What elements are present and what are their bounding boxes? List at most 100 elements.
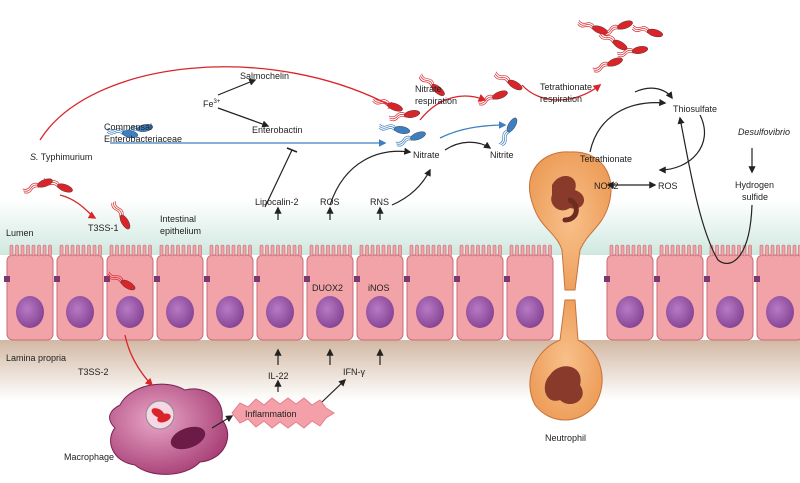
microvillus	[609, 244, 614, 257]
microvillus	[792, 244, 797, 257]
microvillus	[381, 244, 386, 257]
microvillus	[420, 244, 425, 257]
microvillus	[320, 244, 325, 257]
microvillus	[70, 244, 75, 257]
microvillus	[237, 244, 241, 257]
label-commensal-1: Commensal	[104, 122, 152, 132]
microvillus	[615, 244, 619, 257]
tight-junction	[154, 276, 160, 282]
label-lumen: Lumen	[6, 228, 34, 238]
arrow-typhimurium-to-lumen	[39, 66, 397, 141]
microvillus	[81, 244, 86, 257]
label-macrophage: Macrophage	[64, 452, 114, 462]
label-intestinal-2: epithelium	[160, 226, 201, 236]
arrow-ros-nitrate	[329, 147, 412, 206]
tight-junction	[254, 276, 260, 282]
microvillus	[776, 244, 780, 257]
microvillus	[537, 244, 541, 257]
microvillus	[665, 244, 669, 257]
microvillus	[265, 244, 269, 257]
label-t3ss1: T3SS-1	[88, 223, 119, 233]
microvillus	[481, 244, 486, 257]
microvillus	[20, 244, 25, 257]
arrow-resp-thiosulfate	[634, 87, 673, 100]
label-commensal-2: Enterobacteriaceae	[104, 134, 182, 144]
label-inos: iNOS	[368, 283, 390, 293]
label-t3ss2: T3SS-2	[78, 367, 109, 377]
label-h2s-2: sulfide	[742, 192, 768, 202]
cell-nucleus	[316, 296, 344, 328]
label-enterobactin: Enterobactin	[252, 125, 303, 135]
cell-nucleus	[366, 296, 394, 328]
microvillus	[15, 244, 19, 257]
cell-nucleus	[466, 296, 494, 328]
microvillus	[692, 244, 697, 257]
arrow-tetrathionate-resp	[521, 84, 602, 101]
microvillus	[620, 244, 625, 257]
microvillus	[31, 244, 36, 257]
tight-junction	[4, 276, 10, 282]
tight-junction	[104, 276, 110, 282]
microvillus	[648, 244, 652, 257]
microvillus	[148, 244, 152, 257]
commensal-bacterium	[121, 124, 154, 136]
microvillus	[142, 244, 147, 257]
microvillus	[681, 244, 686, 257]
microvillus	[220, 244, 225, 257]
label-intestinal-1: Intestinal	[160, 214, 196, 224]
microvillus	[348, 244, 352, 257]
neutrophil-lower	[529, 299, 603, 421]
tight-junction	[704, 276, 710, 282]
microvillus	[226, 244, 230, 257]
microvillus	[365, 244, 369, 257]
microvillus	[448, 244, 452, 257]
microvillus	[731, 244, 736, 257]
tight-junction	[54, 276, 60, 282]
microvillus	[309, 244, 314, 257]
salmonella-bacterium	[577, 20, 608, 35]
microvillus	[76, 244, 80, 257]
salmonella-bacterium	[42, 178, 73, 193]
label-rns: RNS	[370, 197, 389, 207]
microvillus	[759, 244, 764, 257]
cell-nucleus	[616, 296, 644, 328]
microvillus	[337, 244, 341, 257]
microvillus	[65, 244, 69, 257]
microvillus	[215, 244, 219, 257]
label-ifng: IFN-γ	[343, 367, 365, 377]
salmonella-bacterium	[598, 31, 628, 51]
label-tetra-resp-2: respiration	[540, 94, 582, 104]
microvillus	[131, 244, 136, 257]
microvillus	[281, 244, 286, 257]
cell-nucleus	[516, 296, 544, 328]
microvillus	[626, 244, 630, 257]
cell-nucleus	[666, 296, 694, 328]
microvillus	[726, 244, 730, 257]
arrow-rns-nitrate	[391, 168, 431, 206]
microvillus	[531, 244, 536, 257]
microvillus	[526, 244, 530, 257]
microvillus	[176, 244, 180, 257]
cell-nucleus	[766, 296, 794, 328]
microvillus	[315, 244, 319, 257]
inhibition-lipocalin	[264, 149, 293, 208]
commensal-bacterium	[498, 117, 518, 147]
label-nitrite: Nitrite	[490, 150, 514, 160]
label-nitrate: Nitrate	[413, 150, 440, 160]
arrow-nitrate-resp	[419, 94, 487, 121]
microvillus	[159, 244, 164, 257]
lamina-propria-band	[0, 340, 800, 400]
salmonella-bacterium	[493, 71, 523, 91]
arrow-nitrate-commensal	[439, 121, 507, 139]
label-nitrate-resp-2: respiration	[415, 96, 457, 106]
microvillus	[720, 244, 725, 257]
microvillus	[287, 244, 291, 257]
microvillus	[470, 244, 475, 257]
microvillus	[42, 244, 47, 257]
salmonella-bacterium	[111, 201, 131, 230]
cell-nucleus	[116, 296, 144, 328]
microvillus	[109, 244, 114, 257]
microvillus	[642, 244, 647, 257]
microvillus	[415, 244, 419, 257]
